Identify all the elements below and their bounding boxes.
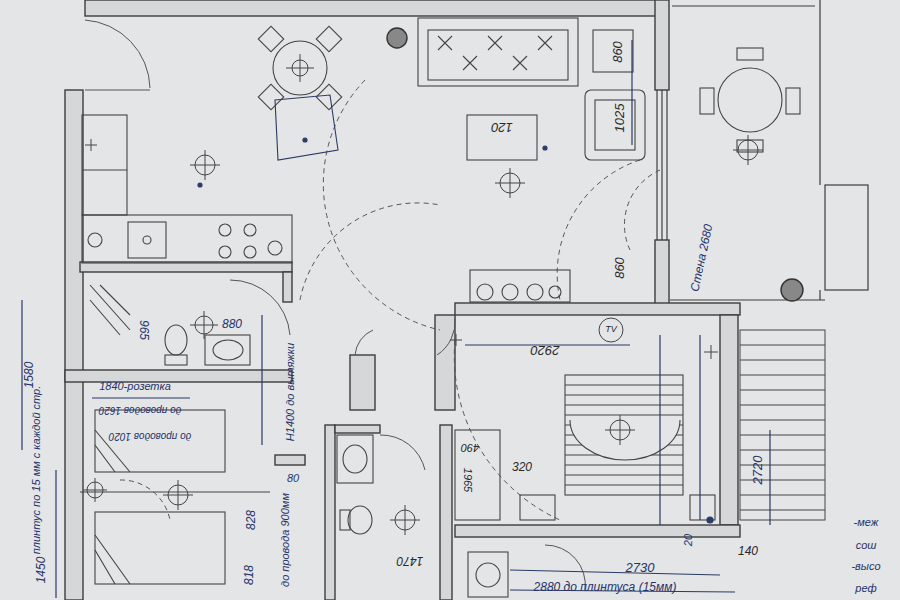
plan-annotation: 1470: [396, 553, 425, 566]
plan-annotation: 2880 до плинтуса (15мм): [533, 581, 678, 594]
plan-annotation: 2920: [530, 343, 561, 357]
plan-annotation: реф: [854, 582, 877, 594]
light-fixtures: [83, 54, 763, 535]
plants: [387, 28, 803, 301]
plan-annotation: 1025: [613, 103, 627, 134]
plan-annotation: до провода 900мм: [279, 492, 291, 588]
plan-annotation: 2720: [751, 455, 765, 486]
plan-annotation: 860: [613, 256, 627, 280]
plan-annotation: до проводов 1020: [108, 431, 192, 442]
walls: [65, 0, 740, 600]
plan-annotation: 320: [511, 461, 533, 474]
plan-annotation: до проводов 1620: [98, 405, 182, 416]
plan-annotation: TV: [604, 325, 618, 335]
plan-annotation: сош: [855, 539, 878, 551]
plan-annotation: плинтус по 15 мм с каждой стр.: [30, 385, 42, 556]
plan-annotation: 490: [460, 442, 480, 454]
plan-annotation: Н1400 до вытяжки: [284, 342, 296, 442]
stairs: [740, 330, 825, 520]
plan-annotation: 140: [737, 545, 759, 558]
furniture: [80, 18, 800, 597]
plan-annotation: 2730: [625, 561, 656, 575]
glazing: [657, 0, 868, 300]
plan-annotation: 828: [245, 509, 258, 531]
plan-annotation: -высо: [850, 560, 881, 572]
plan-annotation: -меж: [853, 516, 880, 528]
plan-annotation: 1965: [462, 467, 474, 493]
plan-annotation: 860: [611, 40, 625, 64]
ink-marks: [22, 40, 770, 598]
plan-annotation: 965: [136, 319, 149, 341]
plan-annotation: 80: [286, 472, 300, 484]
plan-annotation: 1840-розетка: [98, 380, 172, 392]
plan-annotation: Стена 2680: [688, 222, 716, 294]
plan-annotation: 20: [682, 533, 694, 547]
door-swings: [85, 20, 660, 590]
plan-annotation: 1450: [35, 556, 48, 585]
plan-annotation: 120: [490, 120, 514, 134]
plan-annotation: 1580: [23, 361, 36, 390]
plan-annotation: 880: [221, 318, 243, 331]
plan-annotation: 818: [243, 564, 256, 586]
